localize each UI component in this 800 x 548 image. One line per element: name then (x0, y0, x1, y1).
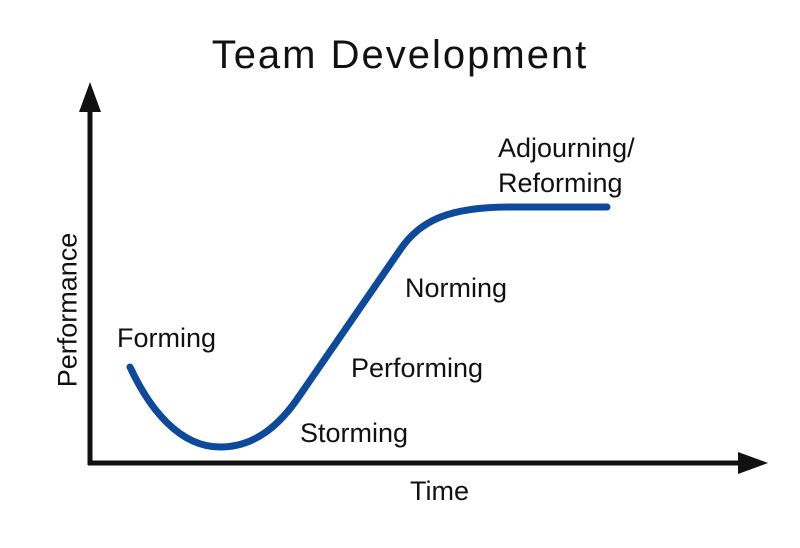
y-axis-arrow-icon (79, 82, 101, 112)
x-axis-label: Time (410, 476, 469, 506)
performance-curve (126, 203, 611, 451)
diagram-title: Team Development (211, 33, 589, 77)
stage-adjourning: Adjourning/ (498, 133, 635, 163)
x-axis-arrow-icon (738, 452, 768, 474)
stage-performing: Performing (351, 353, 484, 383)
stage-forming: Forming (117, 323, 217, 353)
stage-storming: Storming (300, 418, 409, 448)
stage-norming: Norming (405, 273, 508, 303)
stage-reforming: Reforming (498, 168, 623, 198)
y-axis-label: Performance (52, 232, 83, 388)
